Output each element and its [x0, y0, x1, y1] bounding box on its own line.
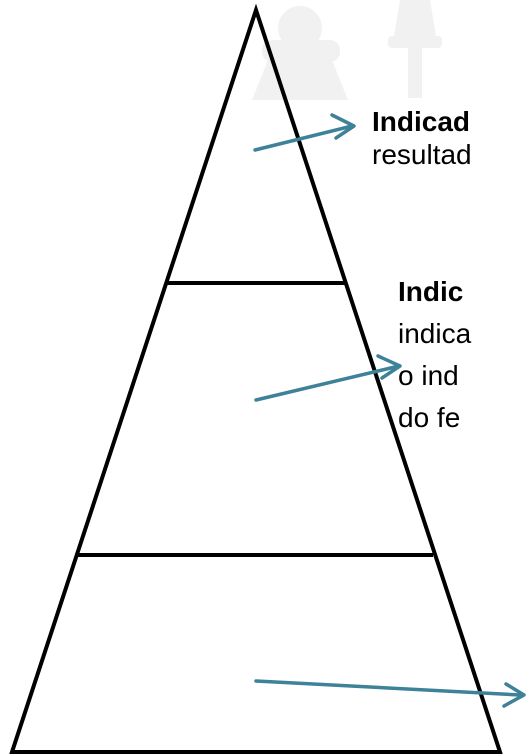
pyramid-shape — [9, 3, 503, 754]
level-label-middle: Indic indica o ind do fe — [398, 276, 472, 433]
level-desc-top-line-1: resultad — [372, 139, 472, 170]
level-title-middle: Indic — [398, 276, 463, 307]
level-desc-middle-line-1: indica — [398, 318, 472, 349]
level-title-top: Indicad — [372, 106, 470, 137]
arrow-top-level — [253, 113, 356, 152]
level-desc-middle-line-2: o ind — [398, 360, 459, 391]
level-desc-middle-line-3: do fe — [398, 402, 460, 433]
arrow-middle-level — [254, 354, 402, 402]
pyramid-outline — [9, 3, 503, 754]
arrow-bottom-level — [254, 679, 526, 708]
level-label-top: Indicad resultad — [372, 106, 472, 170]
